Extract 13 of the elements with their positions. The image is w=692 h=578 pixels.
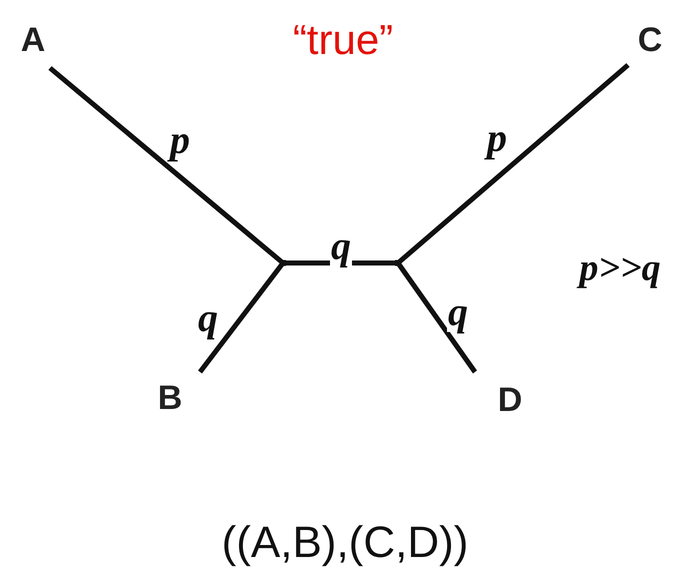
branch-point <box>395 260 401 266</box>
branch-line <box>198 261 285 374</box>
taxon-label: A <box>20 23 46 57</box>
title: “true” <box>292 19 394 61</box>
branch-point <box>280 260 286 266</box>
taxon-label: C <box>638 23 662 57</box>
note: p>>q <box>579 249 661 287</box>
taxon-label: D <box>498 383 522 417</box>
caption: ((A,B),(C,D)) <box>222 521 468 565</box>
branch-line <box>48 66 285 265</box>
taxon-label: B <box>158 381 182 415</box>
branch-line <box>396 262 478 374</box>
branch-line <box>396 63 630 265</box>
